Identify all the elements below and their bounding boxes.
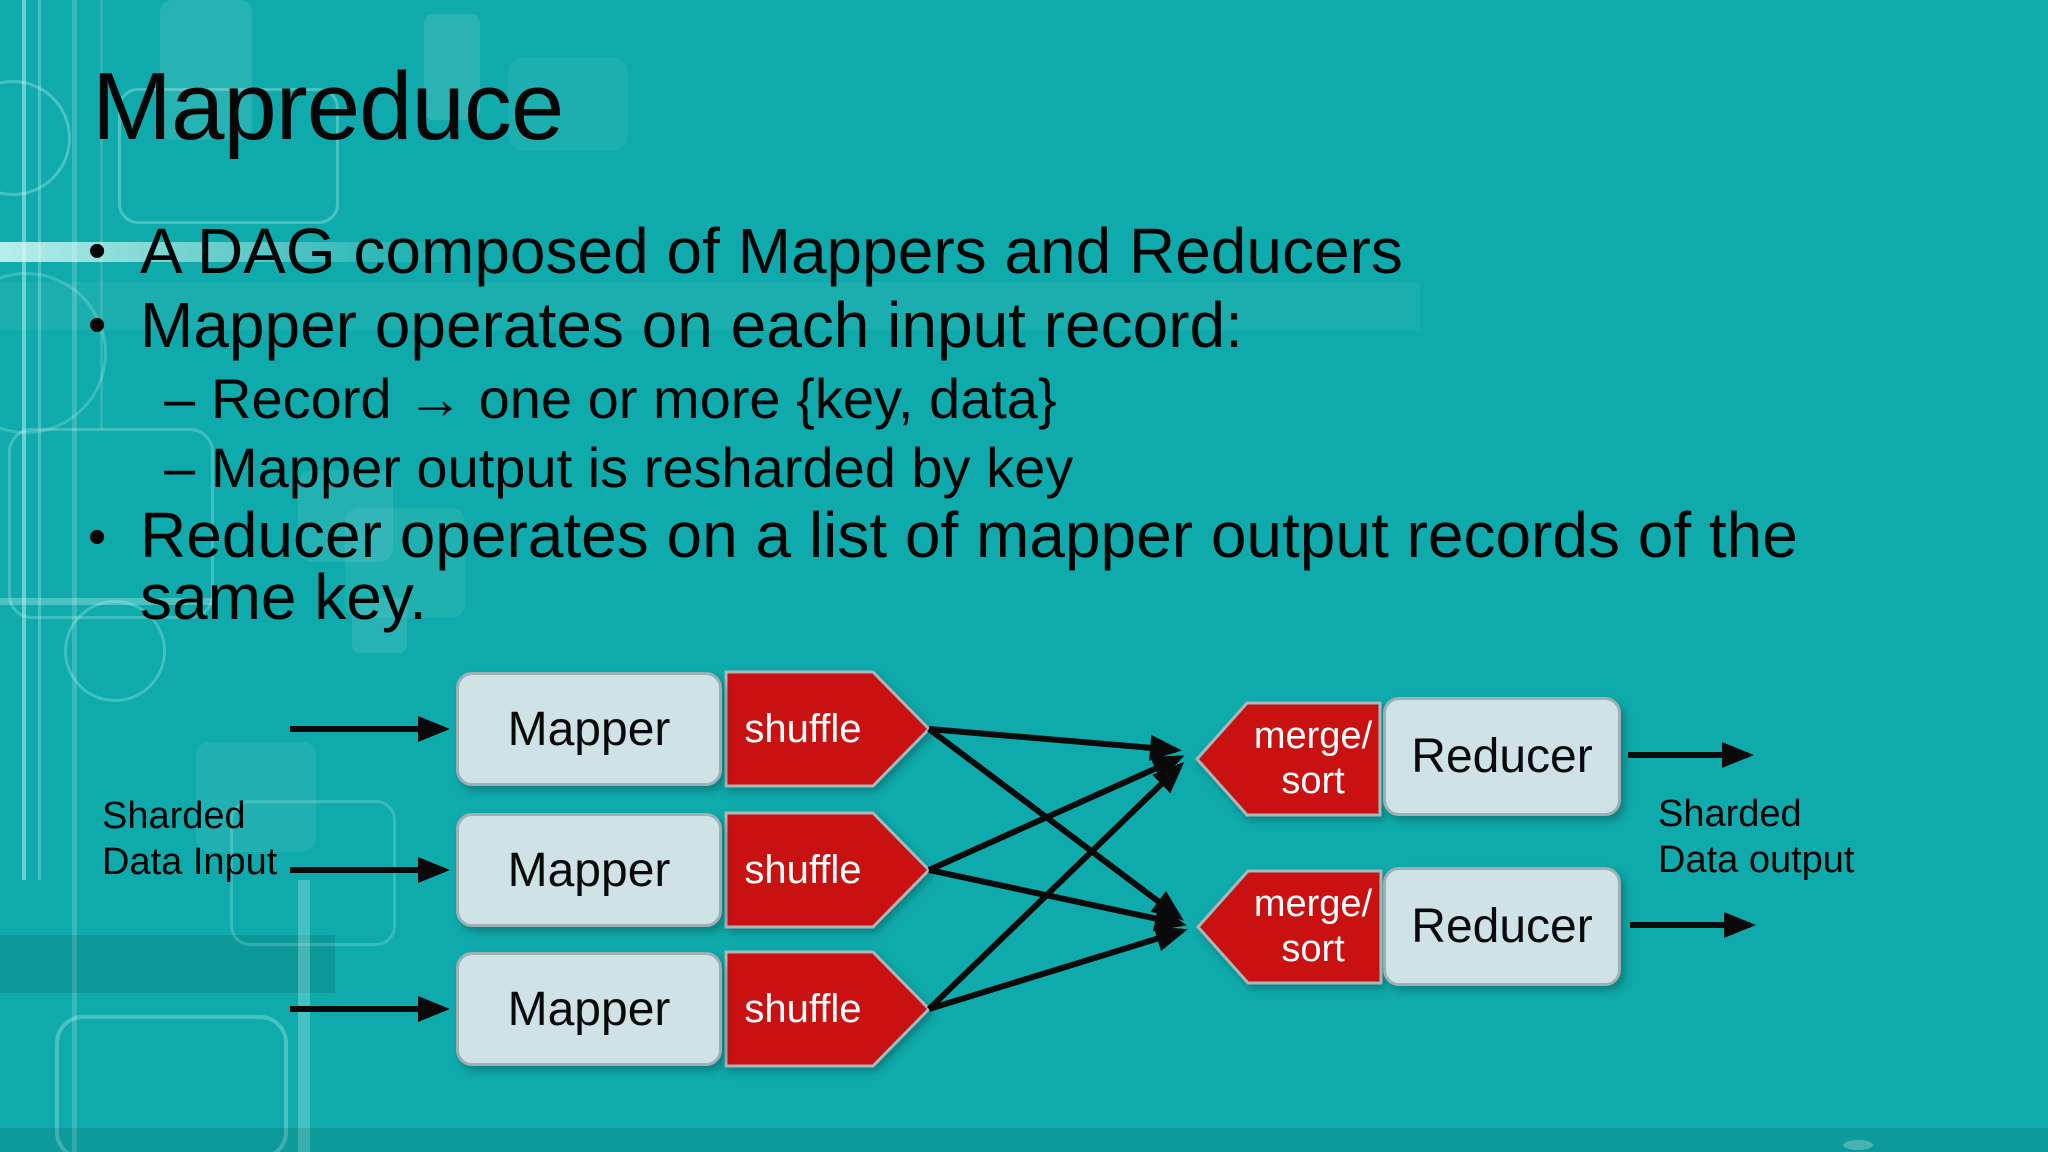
bullet-text: A DAG composed of Mappers and Reducers bbox=[140, 215, 1403, 287]
mapper-label: Mapper bbox=[507, 702, 671, 756]
deco-vertical-line bbox=[100, 0, 103, 430]
shuffle-to-merge-arrow bbox=[928, 867, 1187, 932]
bullet-item: • Reducer operates on a list of mapper o… bbox=[88, 499, 1900, 633]
merge-sort-shape bbox=[1195, 869, 1383, 985]
bullet-text: Reducer operates on a list of mapper out… bbox=[140, 499, 1798, 633]
deco-outline-circle bbox=[64, 600, 166, 702]
deco-filled-rect bbox=[424, 14, 480, 120]
mapper-node: Mapper bbox=[456, 672, 722, 786]
slide-title: Mapreduce bbox=[92, 53, 564, 160]
shuffle-to-merge-arrow bbox=[927, 726, 1184, 921]
mapper-label: Mapper bbox=[507, 843, 671, 897]
shuffle-shape bbox=[724, 811, 932, 929]
mapper-label: Mapper bbox=[507, 982, 671, 1036]
deco-glow-band bbox=[0, 242, 470, 262]
sub-bullet-text: Mapper output is resharded by key bbox=[211, 436, 1074, 499]
label-line: Sharded bbox=[1658, 793, 1802, 835]
merge-sort-label: merge/ sort bbox=[1243, 871, 1383, 983]
shuffle-shape bbox=[724, 670, 932, 788]
reducer-node: Reducer bbox=[1383, 867, 1621, 986]
deco-light-band bbox=[0, 282, 1420, 330]
deco-outline-rect bbox=[118, 88, 339, 224]
bullet-item: • Mapper operates on each input record: bbox=[88, 292, 1243, 358]
shuffle-to-merge-arrow bbox=[928, 926, 1188, 1012]
shuffle-to-merge-arrow bbox=[928, 726, 1182, 761]
shuffle-to-merge-arrow bbox=[927, 755, 1185, 873]
bullet-marker: • bbox=[88, 296, 107, 354]
bullet-item: • A DAG composed of Mappers and Reducers bbox=[88, 218, 1403, 284]
deco-filled-rect bbox=[196, 742, 316, 852]
dash-marker: – bbox=[164, 436, 196, 499]
deco-dark-band bbox=[0, 935, 335, 993]
reducer-label: Reducer bbox=[1411, 730, 1593, 783]
merge-label-line: sort bbox=[1281, 760, 1345, 802]
label-line: Sharded bbox=[102, 795, 246, 837]
shuffle-shape bbox=[724, 950, 932, 1068]
deco-filled-rect bbox=[160, 0, 252, 140]
merge-label-line: sort bbox=[1281, 928, 1345, 970]
merge-label-line: merge/ bbox=[1253, 715, 1373, 757]
label-line: Data output bbox=[1658, 839, 1855, 881]
deco-filled-rect bbox=[298, 470, 393, 562]
deco-smudge bbox=[1843, 1140, 1873, 1150]
mapper-node: Mapper bbox=[456, 813, 722, 927]
label-line: Data Input bbox=[102, 841, 278, 883]
sharded-data-output-label: Sharded Data output bbox=[1658, 791, 1854, 883]
shuffle-label: shuffle bbox=[744, 847, 862, 892]
sub-bullet-item: – Record → one or more {key, data} bbox=[164, 370, 1057, 428]
bullet-marker: • bbox=[88, 222, 107, 280]
merge-sort-label: merge/ sort bbox=[1243, 703, 1383, 815]
dash-marker: – bbox=[164, 367, 196, 430]
sharded-data-input-label: Sharded Data Input bbox=[102, 793, 277, 885]
sub-bullet-text: Record → one or more {key, data} bbox=[211, 367, 1057, 430]
deco-filled-rect bbox=[508, 58, 628, 150]
reducer-node: Reducer bbox=[1383, 697, 1621, 816]
reducer-label: Reducer bbox=[1411, 900, 1593, 953]
deco-filled-rect bbox=[345, 508, 465, 618]
mapper-node: Mapper bbox=[456, 952, 722, 1066]
deco-vertical-line bbox=[72, 0, 77, 1152]
deco-filled-rect bbox=[352, 598, 407, 653]
deco-outline-rect bbox=[55, 1015, 288, 1152]
merge-sort-shape bbox=[1194, 701, 1382, 817]
deco-vertical-line bbox=[38, 0, 41, 880]
bullet-text: Mapper operates on each input record: bbox=[140, 289, 1243, 361]
merge-label-line: merge/ bbox=[1253, 883, 1373, 925]
sub-bullet-item: – Mapper output is resharded by key bbox=[164, 439, 1073, 497]
bullet-marker: • bbox=[88, 508, 107, 566]
shuffle-label: shuffle bbox=[744, 986, 862, 1031]
deco-vertical-strip bbox=[298, 880, 310, 1152]
shuffle-label: shuffle bbox=[744, 706, 862, 751]
shuffle-to-merge-arrow bbox=[926, 761, 1185, 1012]
deco-bottom-band bbox=[0, 1128, 2048, 1152]
